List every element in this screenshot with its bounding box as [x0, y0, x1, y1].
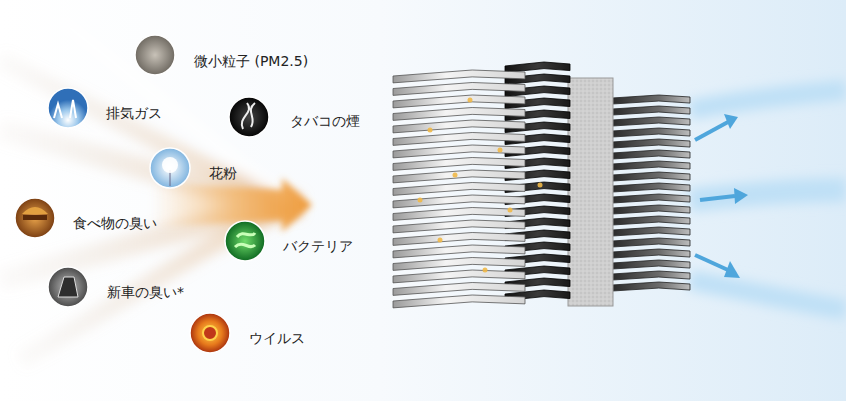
- pleat: [612, 183, 690, 192]
- pleat: [393, 183, 525, 196]
- particle: [538, 183, 543, 188]
- particle: [508, 208, 513, 213]
- filter-front-layer: [393, 70, 525, 308]
- pleat: [393, 170, 525, 183]
- pleat: [612, 227, 690, 236]
- particle: [453, 173, 458, 178]
- pleat: [612, 106, 690, 115]
- particle: [468, 98, 473, 103]
- pleat: [612, 95, 690, 104]
- pleat: [612, 161, 690, 170]
- pleat: [612, 249, 690, 258]
- pleat: [612, 139, 690, 148]
- contaminant-label: タバコの煙: [290, 112, 360, 130]
- contaminant-icons: [15, 35, 269, 353]
- pleat: [393, 208, 525, 221]
- contaminant-icon: [150, 148, 190, 188]
- pleat: [393, 245, 525, 258]
- contaminant-label: 食べ物の臭い: [73, 214, 157, 232]
- pleat: [612, 271, 690, 280]
- filter-carbon-panel: [568, 78, 613, 306]
- pleat: [393, 70, 525, 83]
- outflow-swoosh: [690, 90, 846, 310]
- contaminant-icon: [15, 198, 55, 238]
- contaminant-label: ウイルス: [249, 329, 305, 347]
- contaminant-label: 微小粒子 (PM2.5): [194, 52, 308, 70]
- pleat: [393, 270, 525, 283]
- contaminant-label: 新車の臭い*: [107, 283, 184, 301]
- pleat: [393, 233, 525, 246]
- particle: [498, 148, 503, 153]
- contaminant-icon: [48, 88, 88, 128]
- pleat: [612, 194, 690, 203]
- trapped-particles: [418, 98, 543, 273]
- pleat: [612, 260, 690, 269]
- pleat: [612, 150, 690, 159]
- pleat: [393, 108, 525, 121]
- pleat: [612, 216, 690, 225]
- pleat: [393, 145, 525, 158]
- contaminant-label: 花粉: [209, 164, 237, 182]
- contaminant-icon: [135, 35, 175, 75]
- contaminant-label: 排気ガス: [106, 104, 162, 122]
- filter-back-layer: [612, 95, 690, 291]
- pleat: [393, 295, 525, 308]
- pleat: [612, 128, 690, 137]
- pleat: [393, 158, 525, 171]
- clean-air-arrows: [695, 114, 748, 278]
- pleat: [612, 117, 690, 126]
- contaminant-icon: [229, 97, 269, 137]
- pleat: [505, 62, 570, 73]
- contaminant-label: バクテリア: [283, 237, 353, 255]
- pleat: [393, 133, 525, 146]
- contaminant-icon: [225, 221, 265, 261]
- pleat: [393, 220, 525, 233]
- pleat: [612, 205, 690, 214]
- particle: [483, 268, 488, 273]
- pleat: [393, 95, 525, 108]
- pleat: [393, 258, 525, 271]
- pleat: [393, 120, 525, 133]
- particle: [428, 128, 433, 133]
- pleat: [393, 83, 525, 96]
- pleat: [393, 195, 525, 208]
- pleat: [612, 238, 690, 247]
- pleat: [393, 283, 525, 296]
- particle: [438, 238, 443, 243]
- pleat: [612, 172, 690, 181]
- contaminant-icon: [190, 313, 230, 353]
- pleat: [612, 282, 690, 291]
- contaminant-icon: [48, 267, 88, 307]
- particle: [418, 198, 423, 203]
